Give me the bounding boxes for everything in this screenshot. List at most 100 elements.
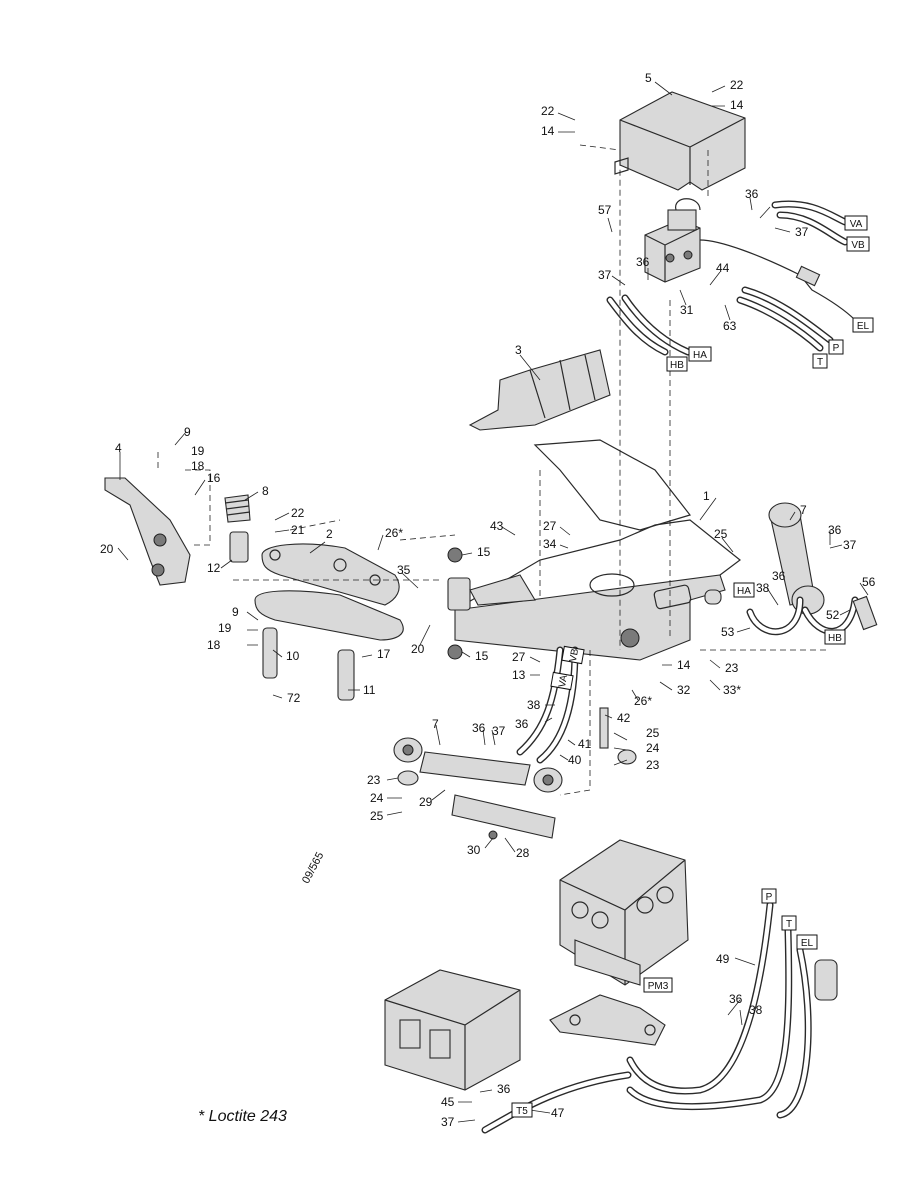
right-cylinder (746, 502, 878, 636)
label-23b: 23 (646, 758, 660, 772)
label-12: 12 (207, 561, 221, 575)
svg-text:VA: VA (557, 674, 570, 689)
label-47: 47 (551, 1106, 565, 1120)
label-44: 44 (716, 261, 730, 275)
label-37b: 37 (598, 268, 612, 282)
svg-text:P: P (833, 343, 840, 354)
label-1: 1 (703, 489, 710, 503)
control-valve-bank (559, 839, 689, 986)
label-15a: 15 (477, 545, 491, 559)
label-36g: 36 (497, 1082, 511, 1096)
tag-T5: T5 (511, 1102, 533, 1118)
label-38c: 38 (749, 1003, 763, 1017)
label-4: 4 (115, 441, 122, 455)
mounting-bracket (549, 994, 666, 1046)
svg-text:HA: HA (737, 586, 751, 597)
label-36c: 36 (828, 523, 842, 537)
tag-VB-lower: VB (561, 645, 585, 665)
leader-lines (117, 81, 869, 1123)
label-36f-center: 36 (472, 721, 486, 735)
label-45: 45 (441, 1095, 455, 1109)
tag-HB: HB (666, 356, 688, 372)
label-38a: 38 (756, 581, 770, 595)
tag-HB-right: HB (824, 629, 846, 645)
label-23a: 23 (725, 661, 739, 675)
label-27b: 27 (512, 650, 526, 664)
label-56: 56 (862, 575, 876, 589)
label-5: 5 (645, 71, 652, 85)
svg-text:T: T (817, 357, 823, 368)
lower-hoses (481, 901, 838, 1134)
left-bracket (104, 477, 191, 586)
label-18b: 18 (207, 638, 221, 652)
label-9a: 9 (184, 425, 191, 439)
svg-text:HA: HA (693, 350, 707, 361)
label-14c: 14 (677, 658, 691, 672)
tag-T: T (812, 353, 828, 369)
assembly-lines (157, 144, 830, 796)
spring-assembly (224, 494, 251, 563)
connector-tags: VA VB EL P T HA HB HA HB VA VB P T EL PM… (511, 215, 874, 1118)
svg-text:P: P (766, 892, 773, 903)
label-20b: 20 (411, 642, 425, 656)
label-10: 10 (286, 649, 300, 663)
pins (262, 627, 355, 701)
tag-P-lower: P (761, 888, 777, 904)
tag-VA-lower: VA (550, 671, 574, 691)
upper-hoses (606, 200, 856, 356)
label-53: 53 (721, 625, 735, 639)
label-3: 3 (515, 343, 522, 357)
label-49: 49 (716, 952, 730, 966)
label-25b: 25 (646, 726, 660, 740)
label-37d: 37 (492, 724, 506, 738)
label-7b: 7 (432, 717, 439, 731)
label-23c: 23 (367, 773, 381, 787)
label-36d: 36 (772, 569, 786, 583)
tag-PM3: PM3 (643, 977, 673, 993)
label-29: 29 (419, 795, 433, 809)
label-57: 57 (598, 203, 612, 217)
label-22b: 22 (541, 104, 555, 118)
svg-text:VB: VB (851, 240, 865, 251)
label-31: 31 (680, 303, 694, 317)
label-11: 11 (363, 683, 376, 697)
label-34: 34 (543, 537, 557, 551)
svg-text:VA: VA (850, 219, 863, 230)
swing-plates (254, 543, 404, 641)
label-17: 17 (377, 647, 391, 661)
footnote: * Loctite 243 (198, 1108, 287, 1125)
label-24a: 24 (646, 741, 660, 755)
tag-T-lower: T (781, 915, 797, 931)
label-37a: 37 (795, 225, 809, 239)
label-13: 13 (512, 668, 526, 682)
label-25c: 25 (370, 809, 384, 823)
label-19b: 19 (218, 621, 232, 635)
label-19a: 19 (191, 444, 205, 458)
svg-text:HB: HB (670, 360, 684, 371)
label-2: 2 (326, 527, 333, 541)
label-37c: 37 (843, 538, 857, 552)
label-30: 30 (467, 843, 481, 857)
label-32: 32 (677, 683, 691, 697)
tag-P: P (828, 339, 844, 355)
label-25a: 25 (714, 527, 728, 541)
label-36f: 36 (729, 992, 743, 1006)
svg-text:PM3: PM3 (648, 981, 669, 992)
lower-cylinder (393, 646, 637, 793)
label-21: 21 (291, 523, 305, 537)
svg-text:HB: HB (828, 633, 842, 644)
valve-cover (614, 91, 746, 191)
label-36e: 36 (515, 717, 529, 731)
label-52: 52 (826, 608, 840, 622)
bushings (447, 547, 536, 660)
svg-text:T: T (786, 919, 792, 930)
label-24b: 24 (370, 791, 384, 805)
label-42: 42 (617, 711, 631, 725)
label-28: 28 (516, 846, 530, 860)
label-72: 72 (287, 691, 301, 705)
part-number-labels: 5 22 14 22 14 36 37 57 37 36 44 31 63 3 … (100, 71, 876, 1129)
tag-EL: EL (852, 317, 874, 333)
label-36a: 36 (745, 187, 759, 201)
svg-text:EL: EL (857, 321, 870, 332)
